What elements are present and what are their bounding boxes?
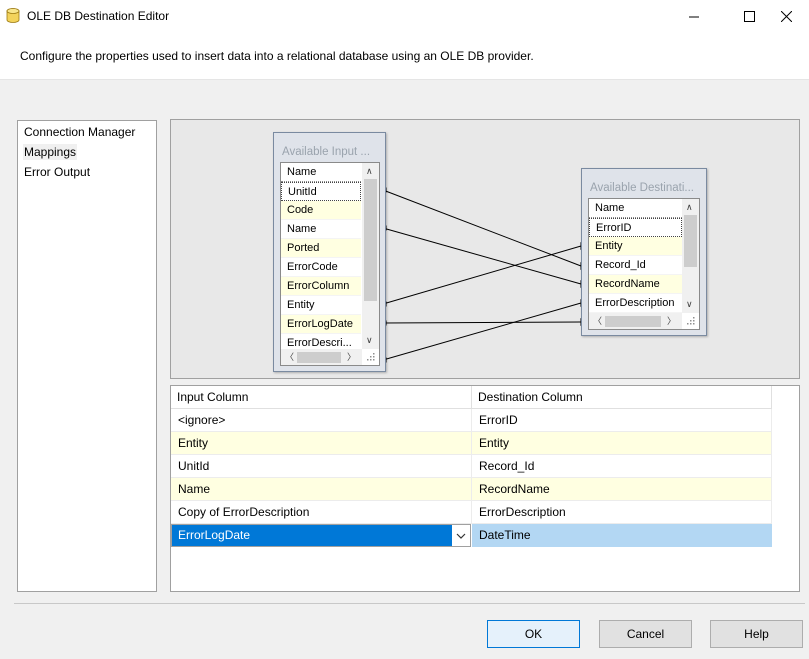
input-column-item[interactable]: Name xyxy=(281,220,361,239)
destination-column-cell: DateTime xyxy=(472,524,772,547)
scroll-thumb[interactable] xyxy=(364,179,377,301)
input-column-cell[interactable]: Copy of ErrorDescription xyxy=(171,501,472,524)
destination-list-hscrollbar[interactable]: 〈 〉 xyxy=(589,313,682,329)
mapping-line xyxy=(382,245,582,305)
nav-item-error-output[interactable]: Error Output xyxy=(24,165,91,179)
nav-item-connection-manager[interactable]: Connection Manager xyxy=(24,125,136,139)
destination-column-cell: Record_Id xyxy=(472,455,772,478)
table-row-selected[interactable]: ErrorLogDate DateTime xyxy=(171,524,772,547)
destination-column-cell: ErrorDescription xyxy=(472,501,772,524)
scroll-thumb[interactable] xyxy=(297,352,341,363)
input-column-item[interactable]: Entity xyxy=(281,296,361,315)
mapping-line xyxy=(382,321,582,324)
input-column-item[interactable]: Ported xyxy=(281,239,361,258)
minimize-icon xyxy=(688,16,699,17)
scroll-thumb[interactable] xyxy=(605,316,661,327)
input-table-title: Available Input ... xyxy=(282,146,371,158)
input-column-cell[interactable]: <ignore> xyxy=(171,409,472,432)
close-button[interactable] xyxy=(763,0,809,32)
minimize-button[interactable] xyxy=(671,0,717,32)
destination-column-cell: ErrorID xyxy=(472,409,772,432)
scroll-right-icon[interactable]: 〉 xyxy=(667,316,677,326)
help-button[interactable]: Help xyxy=(710,620,803,648)
input-column-item[interactable]: Code xyxy=(281,201,361,220)
input-column-item[interactable]: ErrorLogDate xyxy=(281,315,361,334)
scroll-thumb[interactable] xyxy=(684,215,697,267)
destination-column-item[interactable]: Entity xyxy=(589,237,682,256)
input-list-hscrollbar[interactable]: 〈 〉 xyxy=(281,349,362,365)
footer-divider xyxy=(14,603,805,604)
resize-grip-icon[interactable] xyxy=(367,353,375,361)
title-bar: OLE DB Destination Editor xyxy=(0,0,809,32)
scroll-right-icon[interactable]: 〉 xyxy=(347,352,357,362)
mapping-line xyxy=(382,227,582,285)
input-column-item[interactable]: ErrorColumn xyxy=(281,277,361,296)
maximize-button[interactable] xyxy=(726,0,772,32)
page-navigation-list: Connection Manager Mappings Error Output xyxy=(17,120,157,592)
input-column-item[interactable]: UnitId xyxy=(281,182,361,201)
input-column-cell[interactable]: UnitId xyxy=(171,455,472,478)
editor-description-banner: Configure the properties used to insert … xyxy=(0,32,809,80)
editor-description: Configure the properties used to insert … xyxy=(20,49,534,63)
destination-column-header: Destination Column xyxy=(472,386,772,409)
mapping-diagram: Available Input ... Name UnitId Code Nam… xyxy=(170,119,800,379)
mapping-line xyxy=(382,189,582,267)
input-column-cell[interactable]: Name xyxy=(171,478,472,501)
destination-column-cell: RecordName xyxy=(472,478,772,501)
destination-column-item[interactable]: RecordName xyxy=(589,275,682,294)
scroll-up-icon[interactable]: ∧ xyxy=(366,166,373,176)
close-icon xyxy=(780,10,792,22)
scroll-left-icon[interactable]: 〈 xyxy=(593,316,603,326)
destination-column-item[interactable]: ErrorID xyxy=(589,218,682,237)
dropdown-button[interactable] xyxy=(452,525,470,546)
database-icon xyxy=(6,8,20,23)
input-column-cell[interactable]: Entity xyxy=(171,432,472,455)
destination-column-value: DateTime xyxy=(479,528,531,542)
resize-grip-icon[interactable] xyxy=(687,317,695,325)
scroll-left-icon[interactable]: 〈 xyxy=(285,352,295,362)
table-row[interactable]: UnitId Record_Id xyxy=(171,455,772,478)
mapping-line xyxy=(382,302,582,361)
destination-column-item[interactable]: Record_Id xyxy=(589,256,682,275)
input-list-header: Name xyxy=(281,163,361,182)
table-row[interactable]: Entity Entity xyxy=(171,432,772,455)
input-columns-list[interactable]: Name UnitId Code Name Ported ErrorCode E… xyxy=(280,162,380,366)
destination-list-header: Name xyxy=(589,199,682,218)
input-column-dropdown[interactable]: ErrorLogDate xyxy=(171,524,471,547)
ok-button[interactable]: OK xyxy=(487,620,580,648)
table-row[interactable]: <ignore> ErrorID xyxy=(171,409,772,432)
destination-column-cell: Entity xyxy=(472,432,772,455)
scroll-down-icon[interactable]: ∨ xyxy=(366,335,373,345)
input-column-item[interactable]: ErrorCode xyxy=(281,258,361,277)
destination-table-title: Available Destinati... xyxy=(590,182,694,194)
table-row[interactable]: Copy of ErrorDescription ErrorDescriptio… xyxy=(171,501,772,524)
window-title: OLE DB Destination Editor xyxy=(27,9,170,23)
scroll-down-icon[interactable]: ∨ xyxy=(686,299,693,309)
available-destination-columns-table[interactable]: Available Destinati... Name ErrorID Enti… xyxy=(581,168,707,336)
scroll-up-icon[interactable]: ∧ xyxy=(686,202,693,212)
destination-columns-list[interactable]: Name ErrorID Entity Record_Id RecordName… xyxy=(588,198,700,330)
input-column-header: Input Column xyxy=(171,386,472,409)
column-mapping-grid: Input Column Destination Column <ignore>… xyxy=(170,385,800,592)
destination-column-item[interactable]: ErrorDescription xyxy=(589,294,682,313)
table-row[interactable]: Name RecordName xyxy=(171,478,772,501)
destination-list-vscrollbar[interactable]: ∧ ∨ xyxy=(682,199,699,313)
cancel-button[interactable]: Cancel xyxy=(599,620,692,648)
available-input-columns-table[interactable]: Available Input ... Name UnitId Code Nam… xyxy=(273,132,386,372)
maximize-icon xyxy=(743,10,755,22)
dropdown-value: ErrorLogDate xyxy=(178,528,251,542)
chevron-down-icon xyxy=(456,533,466,539)
input-list-vscrollbar[interactable]: ∧ ∨ xyxy=(362,163,379,349)
nav-item-mappings[interactable]: Mappings xyxy=(23,144,78,160)
